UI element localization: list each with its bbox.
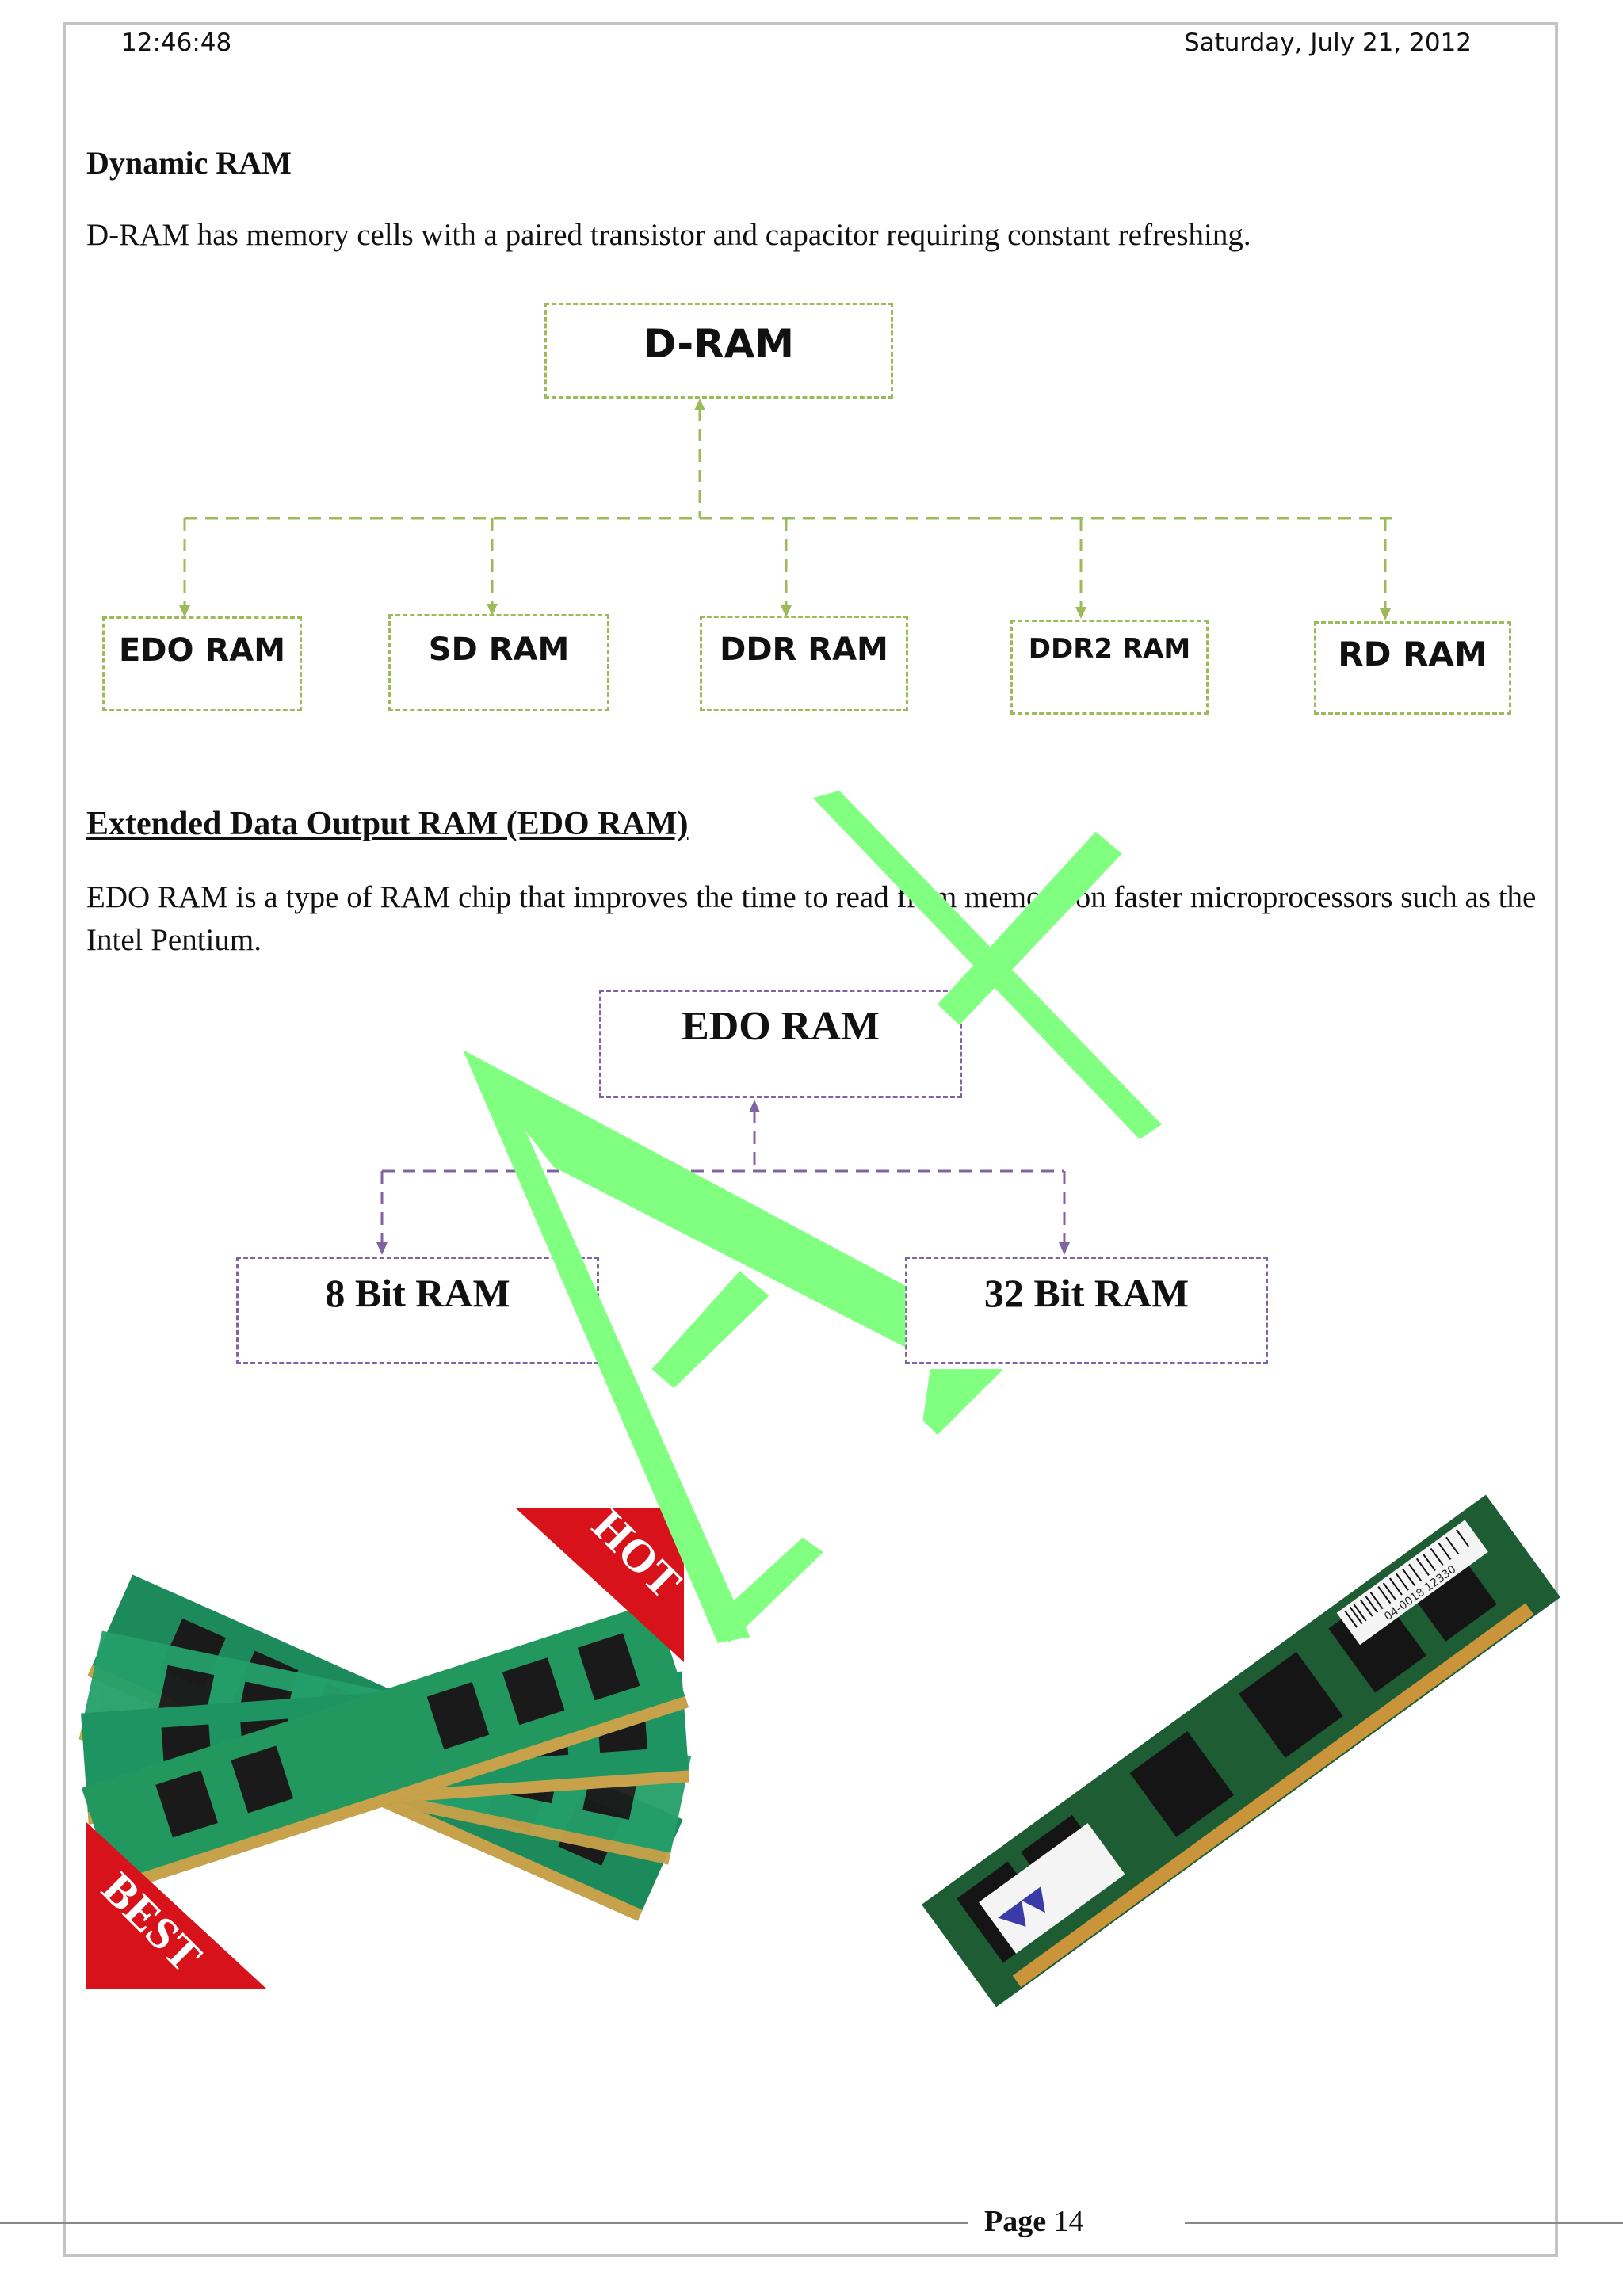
watermark-shapes xyxy=(463,791,1162,1643)
page-number: Page 14 xyxy=(984,2204,1084,2239)
dram-root-label: D-RAM xyxy=(643,321,795,367)
dram-child-box-edo: EDO RAM xyxy=(102,616,302,711)
ram-modules-fan-image: HOT BEST xyxy=(78,1500,691,1989)
dram-child-label: EDO RAM xyxy=(118,632,286,669)
footer-rule-left xyxy=(0,2222,968,2224)
header-date: Saturday, July 21, 2012 xyxy=(1183,29,1472,57)
edo-tree-lines xyxy=(380,1111,1066,1244)
best-ribbon xyxy=(86,1822,266,1989)
dram-child-label: DDR RAM xyxy=(720,631,888,668)
edo-arrowheads xyxy=(376,1100,1070,1255)
dram-child-label: SD RAM xyxy=(428,631,570,668)
dram-root-box: D-RAM xyxy=(544,303,893,399)
dram-child-box-ddr: DDR RAM xyxy=(700,616,908,711)
header-time: 12:46:48 xyxy=(121,29,232,57)
dram-tree-lines xyxy=(183,408,1394,610)
edo-child-label: 32 Bit RAM xyxy=(983,1271,1190,1315)
edo-root-box: EDO RAM xyxy=(599,990,962,1098)
hot-ribbon xyxy=(515,1508,684,1662)
section-heading-edo-ram: Extended Data Output RAM (EDO RAM) xyxy=(86,806,689,842)
section-paragraph-edo: EDO RAM is a type of RAM chip that impro… xyxy=(86,880,1537,957)
ram-module-single-image: 04-0018 12330 xyxy=(922,1494,1560,2008)
dram-child-box-rd: RD RAM xyxy=(1314,621,1511,715)
edo-child-label: 8 Bit RAM xyxy=(325,1271,510,1315)
via-logo xyxy=(998,1886,1045,1927)
page-border xyxy=(63,22,1558,2257)
dram-child-box-sd: SD RAM xyxy=(388,614,609,711)
page-word: Page xyxy=(984,2205,1047,2238)
dram-arrowheads xyxy=(179,399,1391,620)
page-number-value: 14 xyxy=(1053,2205,1084,2238)
dram-child-label: DDR2 RAM xyxy=(1028,633,1191,665)
section-paragraph-dram: D-RAM has memory cells with a paired tra… xyxy=(86,218,1251,252)
edo-child-box-32bit: 32 Bit RAM xyxy=(905,1257,1268,1364)
dram-child-label: RD RAM xyxy=(1338,635,1487,673)
footer-rule-right xyxy=(1185,2222,1623,2224)
dram-child-box-ddr2: DDR2 RAM xyxy=(1010,620,1209,715)
section-heading-dynamic-ram: Dynamic RAM xyxy=(86,145,292,181)
edo-root-label: EDO RAM xyxy=(682,1004,880,1049)
